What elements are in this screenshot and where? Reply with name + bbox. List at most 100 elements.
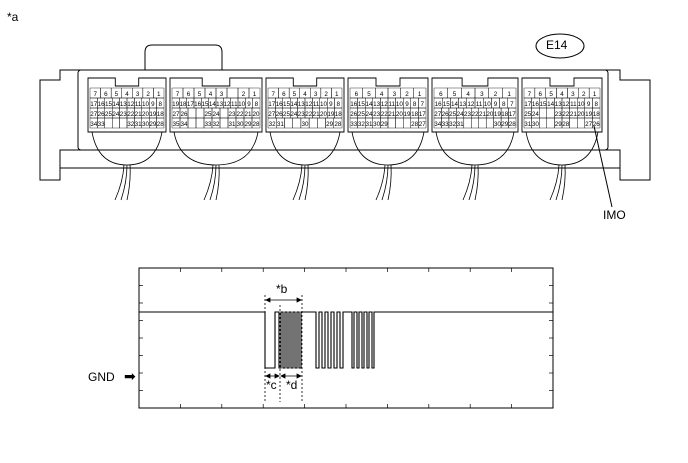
pin-number: 21 [313, 111, 321, 118]
pin-number: 20 [252, 111, 260, 118]
pin-number: 27 [90, 111, 98, 118]
pin-number: 25 [524, 111, 532, 118]
pin-number: 20 [320, 111, 328, 118]
wire-lead [215, 164, 220, 201]
pin-number: 23 [120, 111, 128, 118]
figure-marker: *a [7, 10, 19, 24]
pin-number: 15 [443, 101, 451, 108]
pin-number: 19 [585, 111, 593, 118]
pin-number: 27 [434, 111, 442, 118]
pin-number: 1 [593, 91, 597, 98]
pin-number: 7 [528, 91, 532, 98]
pin-number: 12 [381, 101, 389, 108]
wire-lead [555, 164, 563, 201]
pin-number: 1 [253, 91, 257, 98]
pin-cell [592, 117, 601, 129]
pin-number: 32 [269, 121, 277, 128]
pin-number: 31 [228, 121, 236, 128]
pin-number: 3 [220, 91, 224, 98]
pin-number: 32 [127, 121, 135, 128]
pin-number: 30 [532, 121, 540, 128]
pin-number: 18 [335, 111, 343, 118]
wire-lead [298, 164, 306, 201]
pin-number: 24 [457, 111, 465, 118]
pin-number: 12 [562, 101, 570, 108]
wire-lead [114, 164, 125, 201]
connector-shell-inner [59, 150, 621, 169]
pin-number: 25 [449, 111, 457, 118]
pin-number: 2 [146, 91, 150, 98]
pin-number: 1 [507, 91, 511, 98]
pin-number: 11 [231, 101, 238, 108]
pin-number: 15 [539, 101, 547, 108]
pin-number: 10 [484, 101, 492, 108]
pin-number: 13 [555, 101, 563, 108]
pin-number: 4 [125, 91, 129, 98]
pin-number: 1 [157, 91, 161, 98]
pin-number: 16 [276, 101, 284, 108]
pin-number: 21 [244, 111, 252, 118]
pin-number: 28 [411, 121, 419, 128]
pin-number: 29 [326, 121, 334, 128]
pin-number: 3 [571, 91, 575, 98]
imo-pin-label: IMO [603, 208, 626, 222]
pin-number: 16 [435, 101, 443, 108]
pin-number: 16 [350, 101, 358, 108]
pin-number: 32 [212, 121, 220, 128]
pin-number: 6 [439, 91, 443, 98]
pin-number: 6 [282, 91, 286, 98]
pin-number: 7 [272, 91, 276, 98]
pin-number: 34 [90, 121, 98, 128]
pin-number: 10 [142, 101, 150, 108]
pin-number: 26 [350, 111, 358, 118]
pin-number: 20 [142, 111, 150, 118]
pin-cell [508, 117, 517, 129]
pin-number: 7 [94, 91, 98, 98]
pin-number: 17 [90, 101, 98, 108]
wire-lead [292, 164, 303, 201]
pin-cell [333, 117, 343, 129]
pin-number: 4 [209, 91, 213, 98]
pin-number: 14 [547, 101, 555, 108]
pin-number: 30 [142, 121, 150, 128]
pin-number: 14 [365, 101, 373, 108]
pin-number: 27 [172, 111, 180, 118]
pin-number: 7 [176, 91, 180, 98]
pin-number: 7 [420, 101, 424, 108]
pin-number: 29 [244, 121, 252, 128]
pin-number: 14 [112, 101, 120, 108]
pin-number: 2 [582, 91, 586, 98]
pin-number: 30 [373, 121, 381, 128]
pin-number: 22 [381, 111, 389, 118]
wire-lead [304, 164, 309, 201]
pin-number: 3 [393, 91, 397, 98]
pin-number: 30 [236, 121, 244, 128]
pin-cell [418, 117, 427, 129]
pin-number: 17 [268, 101, 276, 108]
pin-number: 9 [405, 101, 409, 108]
pin-number: 17 [187, 101, 195, 108]
connector-code-ellipse [535, 33, 585, 59]
pin-number: 25 [283, 111, 291, 118]
pin-number: 33 [350, 121, 358, 128]
pin-number: 19 [403, 111, 411, 118]
pin-number: 21 [570, 111, 578, 118]
pin-number: 26 [593, 121, 601, 128]
pin-number: 19 [149, 111, 157, 118]
pin-number: 13 [216, 101, 224, 108]
pin-number: 31 [277, 121, 285, 128]
pin-number: 14 [451, 101, 459, 108]
pin-number: 10 [320, 101, 328, 108]
pin-number: 21 [135, 111, 143, 118]
dimension-arrowheads-b [265, 297, 302, 303]
pin-number: 4 [466, 91, 470, 98]
pin-number: 27 [268, 111, 276, 118]
pin-number: 20 [486, 111, 494, 118]
wire-lead [209, 164, 217, 201]
pin-number: 18 [179, 101, 187, 108]
pin-number: 22 [127, 111, 135, 118]
pin-number: 27 [419, 121, 427, 128]
pin-number: 11 [313, 101, 320, 108]
dimension-arrowheads-c [265, 373, 280, 379]
